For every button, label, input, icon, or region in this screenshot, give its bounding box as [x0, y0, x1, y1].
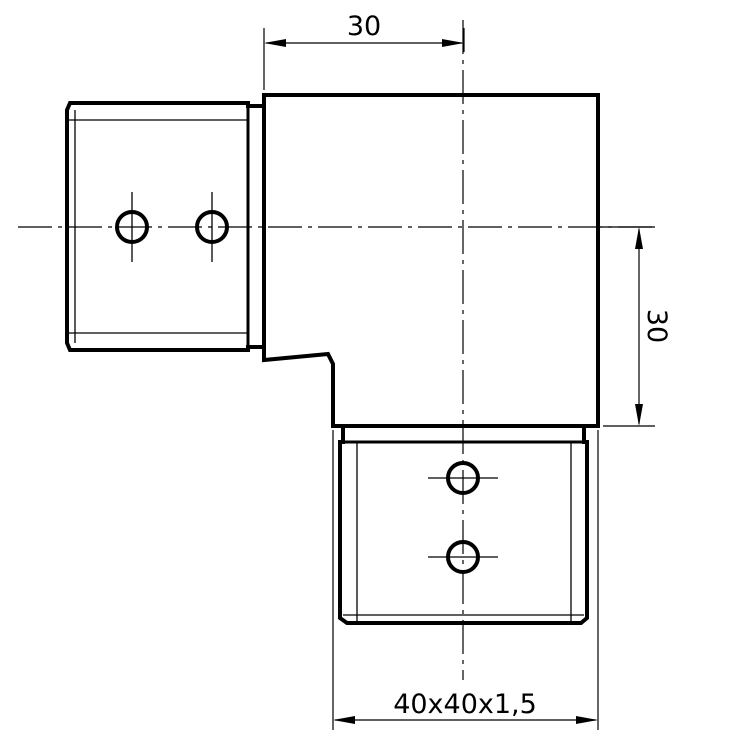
- holes: [115, 192, 498, 574]
- centre-lines: [18, 20, 655, 680]
- elbow-body: [262, 93, 600, 428]
- dimension-right: 30: [598, 226, 672, 427]
- dimension-right-label: 30: [641, 309, 672, 343]
- dimension-top: 30: [263, 11, 465, 90]
- dimension-top-label: 30: [347, 11, 381, 42]
- dimension-bottom: 40x40x1,5: [332, 430, 599, 730]
- dimension-bottom-label: 40x40x1,5: [393, 689, 537, 720]
